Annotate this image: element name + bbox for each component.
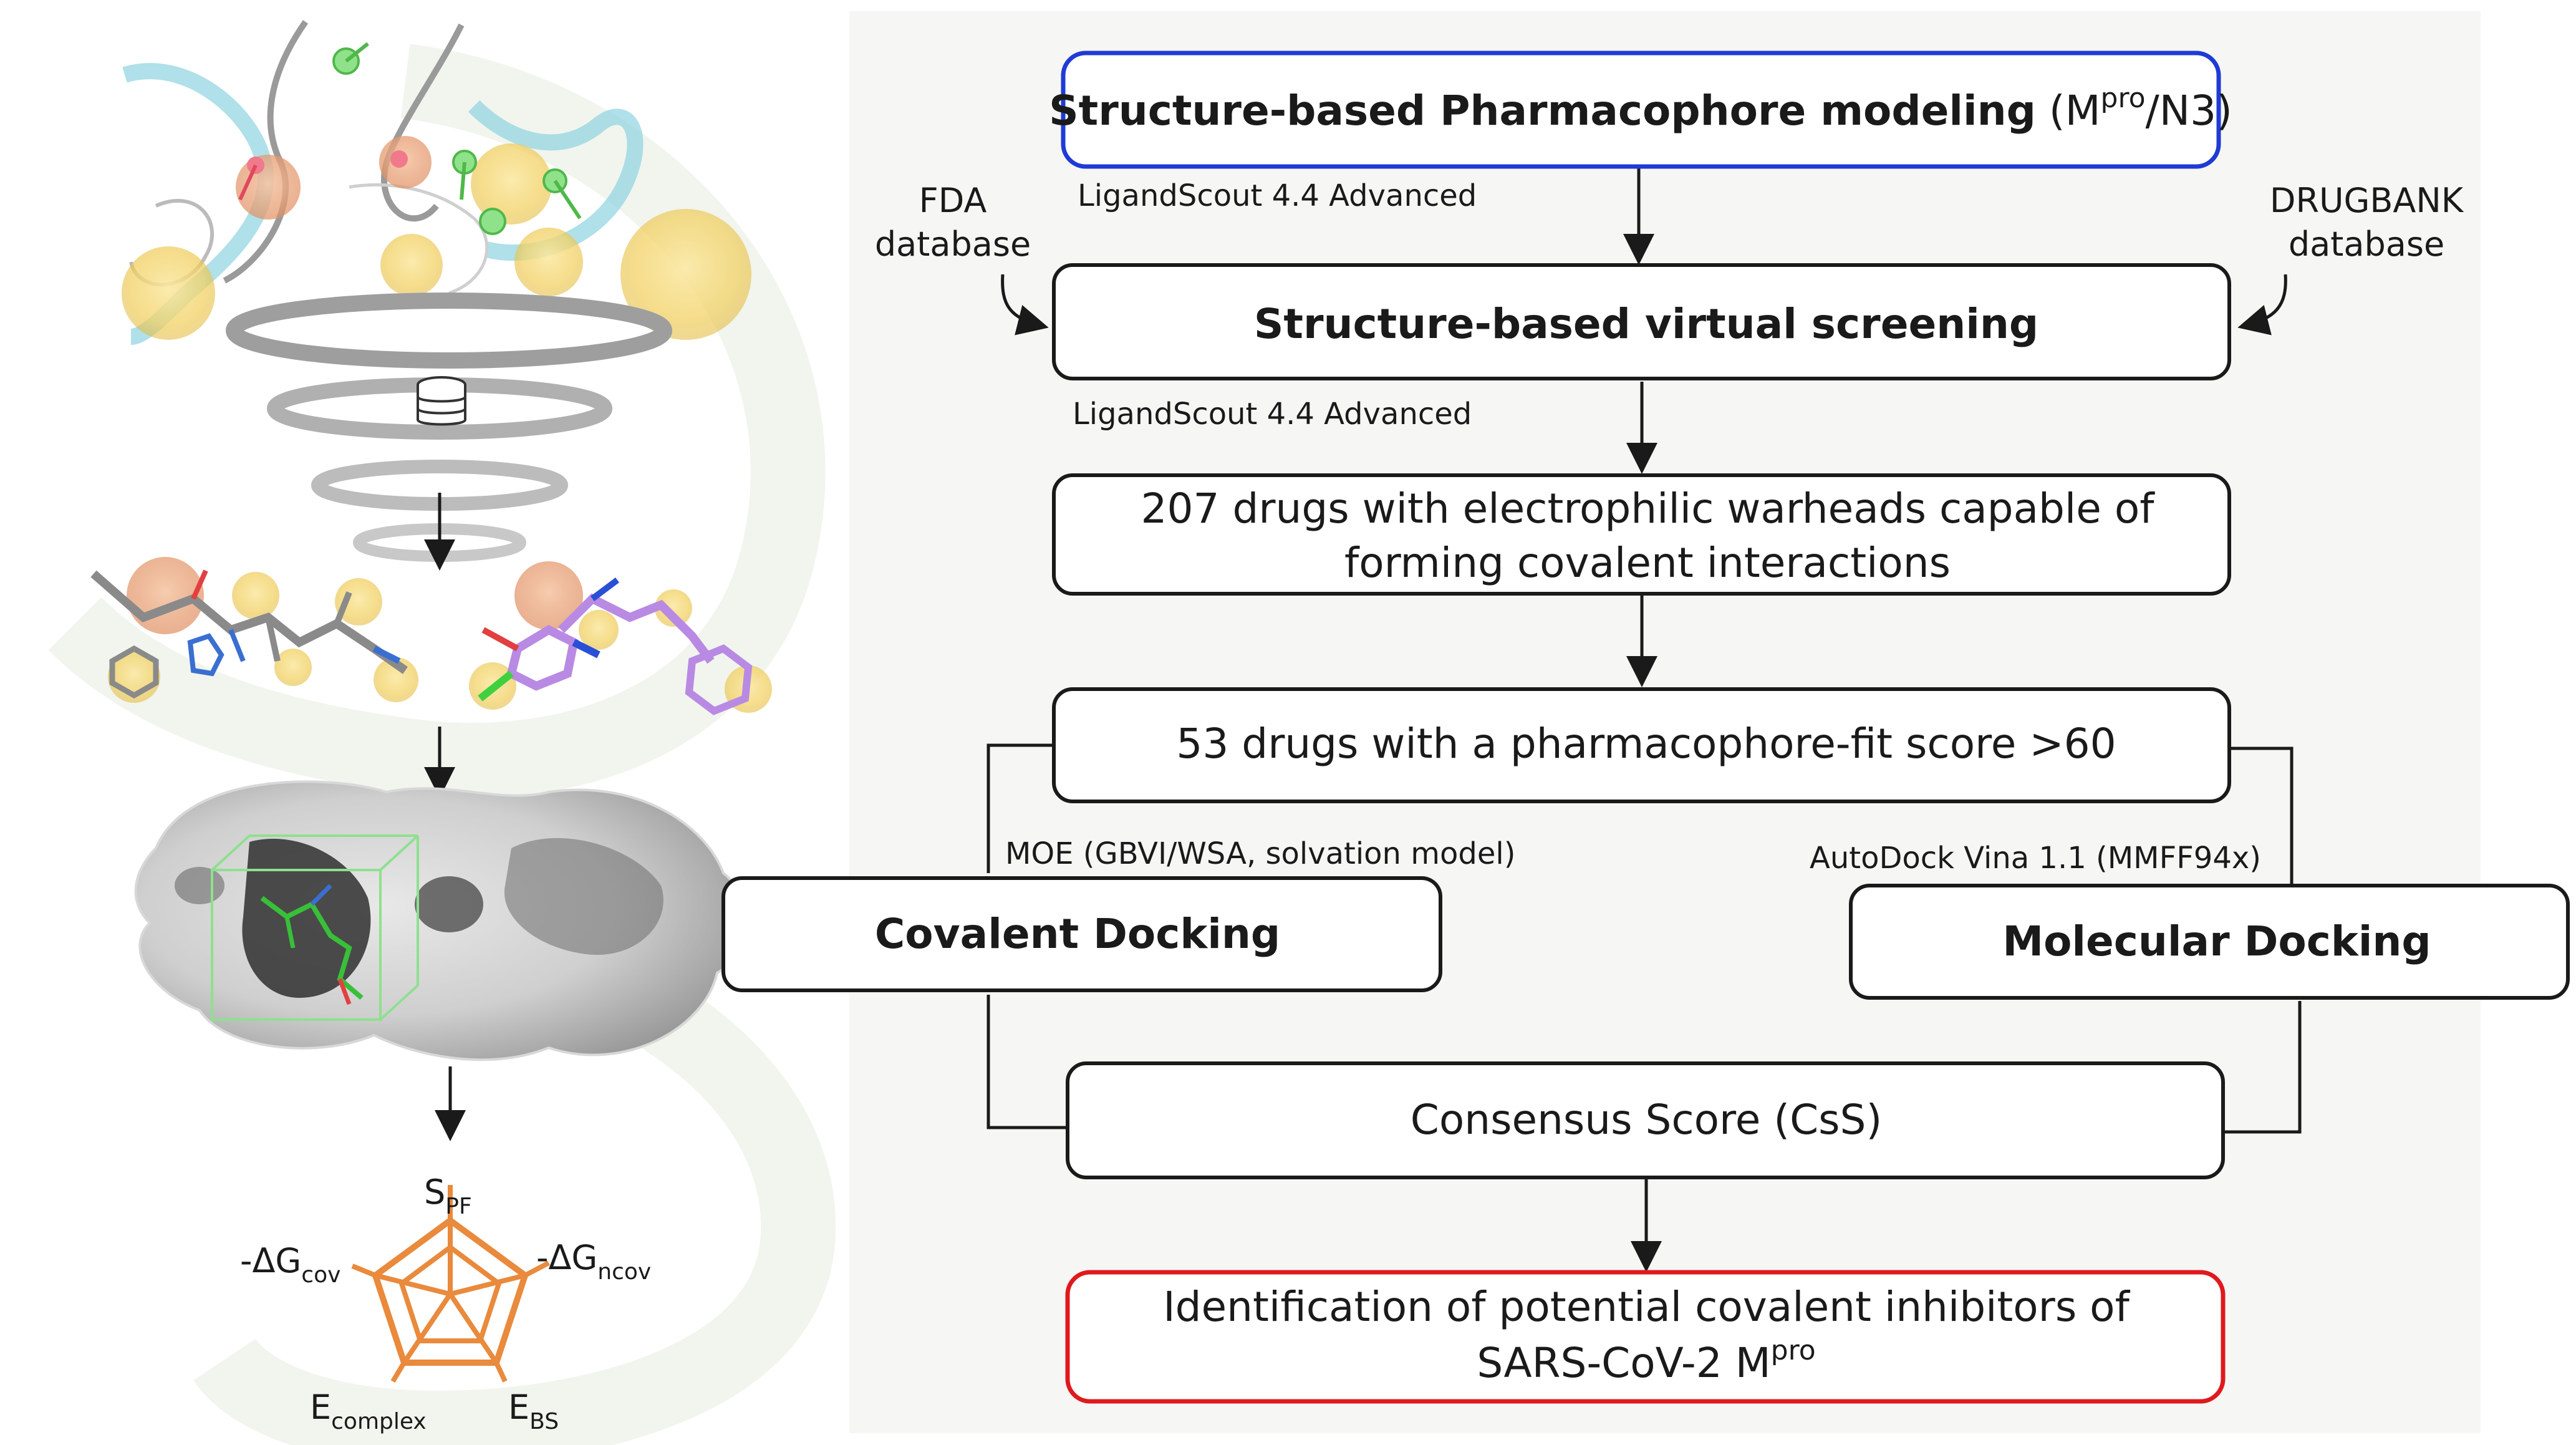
connector-step4-covalent <box>987 743 1054 873</box>
tool-label-moe: MOE (GBVI/WSA, solvation model) <box>1005 836 1515 871</box>
step-identification-line2: SARS-CoV-2 Mpro <box>1477 1335 1815 1387</box>
drugbank-database-label-line1: DRUGBANK <box>2270 181 2464 220</box>
step-covalent-docking-box <box>721 876 1442 992</box>
radar-inner-polygon <box>398 1244 502 1343</box>
ligand-pharmacophore-right <box>469 561 772 715</box>
connector-molecular-step6 <box>2223 1001 2302 1134</box>
radar-label-spf: SPF <box>424 1172 472 1219</box>
fda-database-label-line2: database <box>875 225 1031 264</box>
tool-label-ligandscout-2: LigandScout 4.4 Advanced <box>1073 397 1472 432</box>
tool-label-ligandscout-1: LigandScout 4.4 Advanced <box>1078 178 1477 213</box>
radar-label-e-complex: Ecomplex <box>310 1388 427 1434</box>
step-electrophilic-drugs-line1: 207 drugs with electrophilic warheads ca… <box>1141 485 2156 533</box>
step-pharmacophore-modeling-label: Structure-based Pharmacophore modeling (… <box>1049 82 2232 135</box>
workflow-flowchart: Structure-based Pharmacophore modeling (… <box>721 51 2570 1404</box>
step-molecular-docking-box <box>1849 884 2570 1000</box>
arrow-fda <box>1001 274 1049 336</box>
tool-label-autodock: AutoDock Vina 1.1 (MMFF94x) <box>1810 841 2261 876</box>
step-molecular-docking-label: Molecular Docking <box>2002 917 2431 965</box>
step-electrophilic-drugs-line2: forming covalent interactions <box>1344 539 1951 587</box>
step-covalent-docking-label: Covalent Docking <box>875 910 1280 958</box>
screening-funnel <box>226 292 672 562</box>
step-fit-score-box <box>1052 687 2231 803</box>
step-consensus-score-label: Consensus Score (CsS) <box>1411 1096 1882 1144</box>
protein-pharmacophore-model <box>122 20 751 345</box>
step-pharmacophore-modeling-box <box>1061 51 2221 169</box>
fda-database-label-line1: FDA <box>919 181 987 220</box>
step-virtual-screening-box <box>1052 263 2231 380</box>
radar-label-dg-ncov: -ΔGncov <box>536 1238 651 1285</box>
step-electrophilic-drugs-box <box>1052 473 2231 596</box>
database-icon <box>417 376 466 426</box>
protein-surface <box>134 780 750 1061</box>
step-virtual-screening-label: Structure-based virtual screening <box>1254 300 2038 348</box>
arrow-drugbank <box>2237 274 2287 336</box>
left-illustration: SPF -ΔGcov -ΔGncov Ecomplex EBS <box>48 20 836 1445</box>
step-identification-box <box>1065 1270 2226 1404</box>
connector-covalent-step6 <box>987 995 1071 1129</box>
consensus-radar-chart: SPF -ΔGcov -ΔGncov Ecomplex EBS <box>240 1172 651 1434</box>
radar-outer-polygon <box>372 1216 529 1366</box>
step-identification-line1: Identification of potential covalent inh… <box>1163 1283 2130 1331</box>
connector-step4-molecular <box>2229 747 2294 886</box>
background-swirl-upper <box>48 44 826 798</box>
step-fit-score-label: 53 drugs with a pharmacophore-fit score … <box>1176 720 2116 768</box>
drugbank-database-label-line2: database <box>2289 225 2444 264</box>
radar-label-e-bs: EBS <box>508 1388 559 1434</box>
ligand-pharmacophore-left <box>90 557 418 703</box>
radar-label-dg-cov: -ΔGcov <box>240 1241 340 1288</box>
step-consensus-score-box <box>1066 1061 2225 1179</box>
